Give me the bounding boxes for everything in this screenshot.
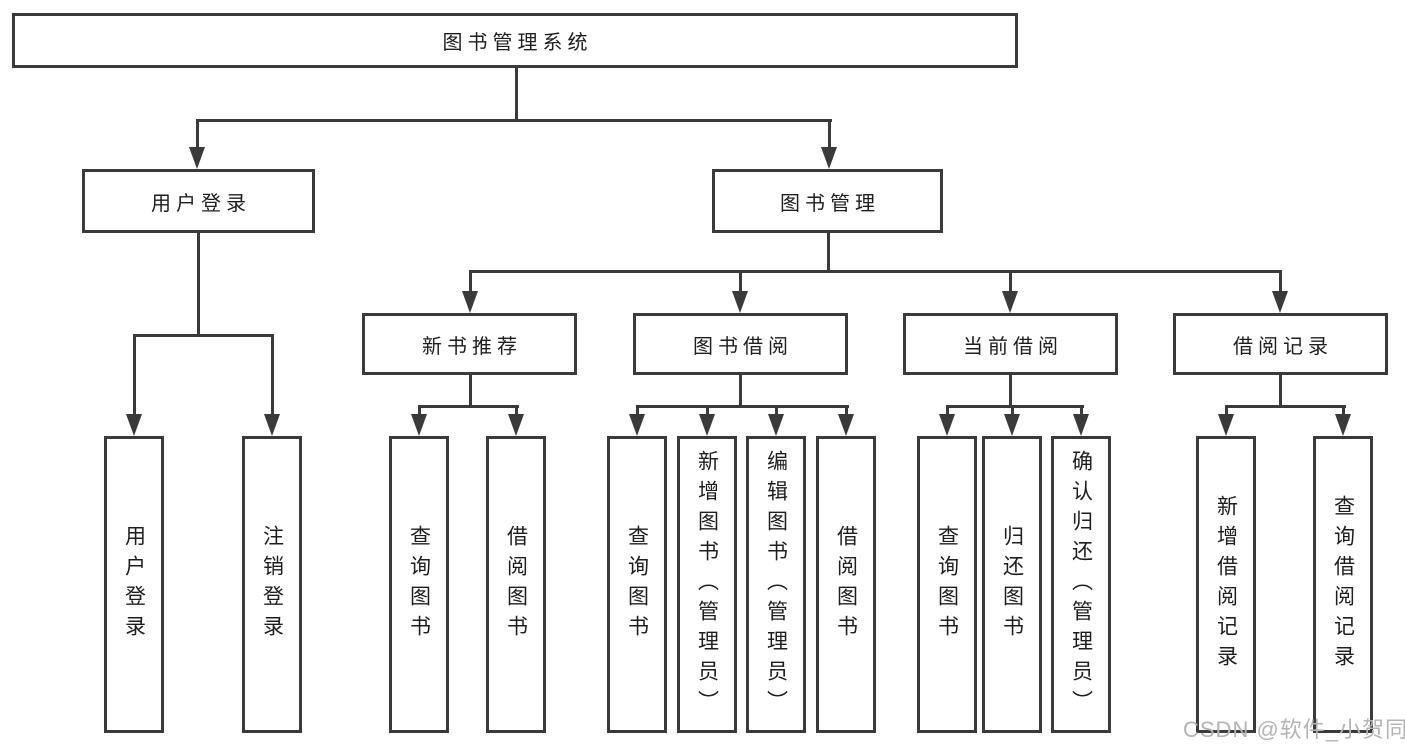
arrow-down-icon: [411, 414, 427, 436]
connector-line: [828, 119, 831, 150]
leaf-add-borrow-record: 新增借阅记录: [1196, 436, 1256, 733]
arrow-down-icon: [939, 414, 955, 436]
connector-line: [845, 405, 848, 416]
connector-line: [469, 270, 1282, 273]
connector-line: [636, 405, 639, 416]
leaf-confirm-return-admin: 确认归还（管理员）: [1051, 436, 1111, 733]
leaf-edit-book-admin: 编辑图书（管理员）: [746, 436, 806, 733]
connector-line: [418, 405, 421, 416]
leaf-add-book-admin: 新增图书（管理员）: [677, 436, 737, 733]
connector-line: [1080, 405, 1083, 416]
leaf-return-books: 归还图书: [982, 436, 1042, 733]
leaf-query-books-recommend: 查询图书: [389, 436, 449, 733]
arrow-down-icon: [1218, 414, 1234, 436]
arrow-down-icon: [838, 414, 854, 436]
arrow-down-icon: [1002, 291, 1018, 313]
leaf-query-borrow-record: 查询借阅记录: [1313, 436, 1373, 733]
arrow-down-icon: [629, 414, 645, 436]
leaf-query-books-current: 查询图书: [917, 436, 977, 733]
leaf-borrow-books: 借阅图书: [816, 436, 876, 733]
arrow-down-icon: [508, 414, 524, 436]
connector-line: [946, 405, 1084, 408]
arrow-down-icon: [1335, 414, 1351, 436]
leaf-query-books-borrow: 查询图书: [607, 436, 667, 733]
connector-line: [827, 233, 830, 272]
node-root: 图书管理系统: [12, 13, 1018, 68]
connector-line: [1225, 405, 1346, 408]
connector-line: [197, 233, 200, 336]
connector-line: [1279, 270, 1282, 293]
arrow-down-icon: [768, 414, 784, 436]
connector-line: [636, 405, 849, 408]
connector-line: [196, 119, 199, 150]
arrow-down-icon: [699, 414, 715, 436]
connector-line: [196, 119, 832, 122]
connector-line: [469, 375, 472, 407]
connector-line: [1009, 375, 1012, 407]
node-book-borrow: 图书借阅: [633, 313, 848, 375]
watermark: CSDN @软件_小贺同学: [1183, 717, 1405, 742]
node-current-borrow: 当前借阅: [903, 313, 1118, 375]
connector-line: [1342, 405, 1345, 416]
connector-line: [1225, 405, 1228, 416]
arrow-down-icon: [126, 414, 142, 436]
connector-line: [946, 405, 949, 416]
arrow-down-icon: [1004, 414, 1020, 436]
arrow-down-icon: [821, 147, 837, 169]
leaf-logout-login: 注销登录: [242, 436, 302, 733]
connector-line: [271, 334, 274, 416]
connector-line: [739, 375, 742, 407]
connector-line: [133, 334, 274, 337]
leaf-user-login: 用户登录: [104, 436, 164, 733]
connector-line: [418, 405, 519, 408]
arrow-down-icon: [462, 291, 478, 313]
node-new-book-recommend: 新书推荐: [362, 313, 577, 375]
node-book-management: 图书管理: [712, 169, 943, 233]
arrow-down-icon: [1272, 291, 1288, 313]
connector-line: [515, 68, 518, 122]
connector-line: [706, 405, 709, 416]
connector-line: [133, 334, 136, 416]
connector-line: [469, 270, 472, 293]
connector-line: [515, 405, 518, 416]
connector-line: [1011, 405, 1014, 416]
arrow-down-icon: [732, 291, 748, 313]
arrow-down-icon: [189, 147, 205, 169]
connector-line: [1009, 270, 1012, 293]
leaf-borrow-books-recommend: 借阅图书: [486, 436, 546, 733]
arrow-down-icon: [264, 414, 280, 436]
connector-line: [739, 270, 742, 293]
connector-line: [1279, 375, 1282, 407]
node-user-login: 用户登录: [82, 169, 315, 233]
node-borrow-records: 借阅记录: [1173, 313, 1388, 375]
arrow-down-icon: [1073, 414, 1089, 436]
connector-line: [775, 405, 778, 416]
